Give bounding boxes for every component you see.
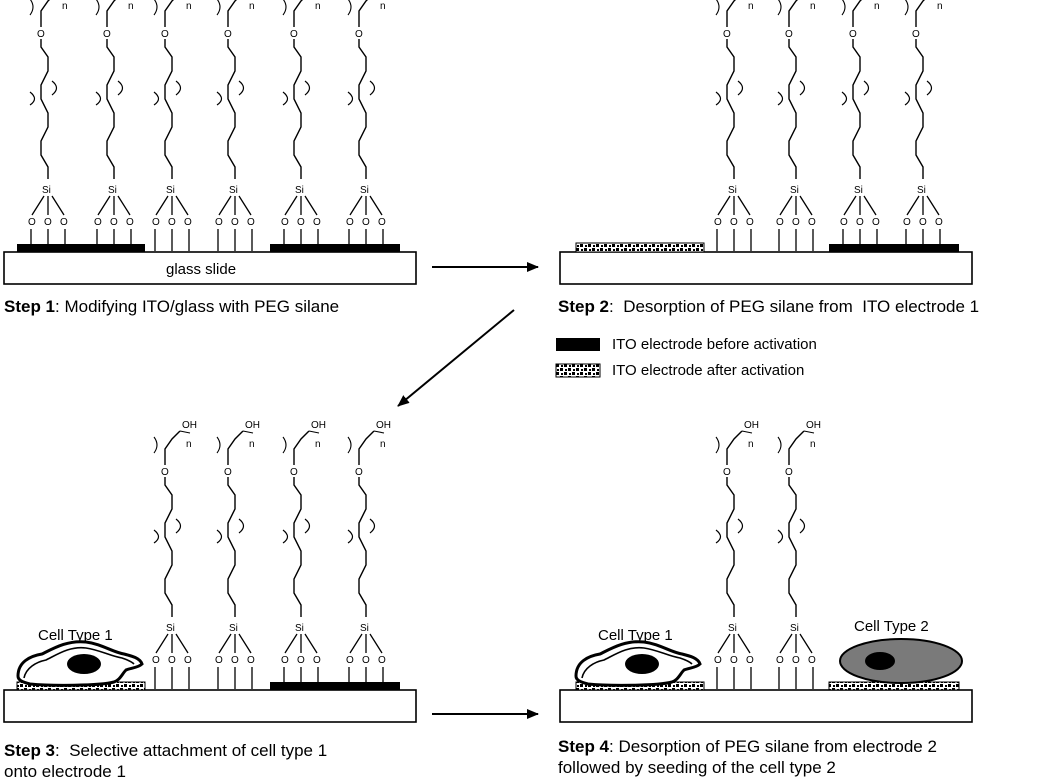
peg-silane-molecule	[713, 0, 760, 252]
step2-panel	[559, 0, 973, 285]
peg-silane-molecule	[280, 0, 327, 252]
peg-silane-molecule	[775, 419, 822, 690]
step-label: Step 3	[4, 741, 56, 760]
solid-electrode-icon	[556, 338, 600, 351]
peg-silane-molecule	[839, 0, 886, 252]
cell-type-1	[574, 640, 702, 687]
ito-electrode-after-activation	[575, 242, 705, 253]
ito-electrode-before-activation	[17, 244, 145, 252]
step-description-line2: onto electrode 1	[4, 762, 126, 781]
step1-caption: Step 1: Modifying ITO/glass with PEG sil…	[4, 296, 339, 317]
step-label: Step 1	[4, 297, 56, 316]
peg-silane-molecule	[27, 0, 74, 252]
step-description: : Selective attachment of cell type 1	[55, 741, 328, 760]
cell-type-2	[839, 638, 963, 684]
glass-slide	[3, 251, 417, 285]
dotted-electrode-icon	[555, 363, 601, 378]
arrow-step2-to-step3	[397, 309, 515, 407]
cell-type-1-label: Cell Type 1	[598, 627, 673, 644]
ito-electrode-before-activation	[829, 244, 959, 252]
peg-silane-molecule	[345, 419, 392, 690]
step4-caption: Step 4: Desorption of PEG silane from el…	[558, 736, 937, 778]
step4-panel: Cell Type 1 Cell Type 2	[559, 419, 973, 723]
peg-silane-molecule	[280, 419, 327, 690]
peg-silane-molecule	[775, 0, 822, 252]
legend-label-after: ITO electrode after activation	[612, 362, 805, 379]
step-description: : Desorption of PEG silane from ITO elec…	[609, 297, 980, 316]
peg-silane-molecule	[214, 0, 261, 252]
peg-silane-molecule	[214, 419, 261, 690]
glass-slide	[559, 689, 973, 723]
step-label: Step 4	[558, 737, 610, 756]
peg-silane-molecule	[93, 0, 140, 252]
step-label: Step 2	[558, 297, 610, 316]
step-description: : Desorption of PEG silane from electrod…	[609, 737, 937, 756]
step1-panel: glass slide	[3, 0, 417, 285]
legend-label-before: ITO electrode before activation	[612, 336, 817, 353]
step2-caption: Step 2: Desorption of PEG silane from IT…	[558, 296, 979, 317]
glass-slide-label: glass slide	[166, 261, 236, 278]
glass-slide	[559, 251, 973, 285]
peg-silane-molecule	[902, 0, 949, 252]
cell-type-1	[16, 640, 144, 687]
ito-electrode-before-activation	[270, 682, 400, 690]
peg-silane-molecule	[345, 0, 392, 252]
step3-panel: Cell Type 1	[3, 419, 417, 723]
step-description: : Modifying ITO/glass with PEG silane	[55, 297, 340, 316]
cell-type-2-label: Cell Type 2	[854, 618, 929, 635]
peg-silane-molecule	[713, 419, 760, 690]
cell-type-2-nucleus	[865, 652, 895, 670]
glass-slide	[3, 689, 417, 723]
peg-silane-molecule	[151, 419, 198, 690]
step3-caption: Step 3: Selective attachment of cell typ…	[4, 740, 327, 782]
cell-type-1-label: Cell Type 1	[38, 627, 113, 644]
peg-silane-molecule	[151, 0, 198, 252]
step-description-line2: followed by seeding of the cell type 2	[558, 758, 836, 777]
ito-electrode-before-activation	[270, 244, 400, 252]
